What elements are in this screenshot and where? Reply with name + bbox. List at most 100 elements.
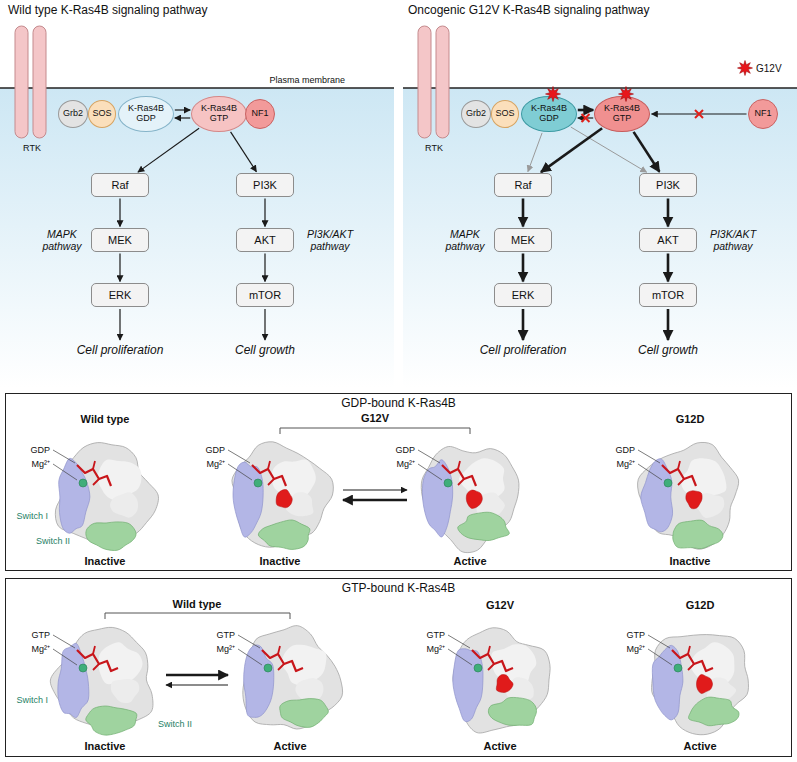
mutation-site (276, 490, 292, 508)
switch-ii-region (689, 697, 740, 726)
leader-line (448, 635, 472, 665)
signal-arrow (119, 199, 120, 227)
molecule-oval: K-Ras4B GDP (118, 96, 174, 132)
protein-structure (638, 442, 739, 549)
pathway-label: MAPK pathway (36, 228, 88, 252)
switch-ii-region (86, 706, 137, 735)
panel-title: Wild type K-Ras4B signaling pathway (8, 4, 207, 18)
cytoplasm (403, 88, 797, 388)
protein-structure (418, 446, 519, 552)
signal-arrow (264, 254, 265, 282)
part-label: Mg²⁺ (397, 459, 416, 469)
equilibrium-arrow (343, 489, 407, 490)
nucleotide-sticks (458, 461, 464, 485)
protein-structure (238, 626, 343, 729)
protein-surface (652, 635, 749, 735)
plasma-membrane (0, 87, 394, 89)
molecule-oval: K-Ras4B GTP (594, 96, 650, 132)
node-text: K-Ras4B GTP (602, 104, 642, 124)
protein-structure (228, 442, 333, 550)
node-text: Raf (111, 179, 128, 191)
mutation-site (697, 674, 713, 693)
signal-arrow (175, 117, 190, 118)
outcome-arrow (119, 309, 120, 340)
kinase-box: MEK (91, 228, 149, 252)
block-cross (582, 114, 590, 122)
part-label: Plasma membrane (269, 75, 345, 85)
signal-arrow (264, 199, 265, 227)
switch-ii-region (673, 520, 723, 549)
part-label: Mg²⁺ (217, 644, 236, 654)
node-text: K-Ras4B GDP (126, 104, 166, 124)
node-text: Grb2 (466, 109, 486, 119)
state-label: Inactive (670, 555, 711, 568)
switch-i-region (453, 649, 483, 722)
switch-ii-region (488, 697, 536, 725)
part-label: GDP (615, 445, 635, 455)
signal-arrow (522, 199, 525, 227)
protein-surface (421, 446, 519, 552)
panel-box: GTP-bound K-Ras4B (5, 578, 792, 757)
node-text: NF1 (251, 109, 268, 119)
kinase-box: Raf (494, 173, 552, 197)
state-label: Active (453, 555, 486, 568)
node-text: PI3K (656, 179, 680, 191)
kinase-box: AKT (236, 228, 294, 252)
legend-entry: G12V (737, 60, 782, 76)
node-text: PI3K (253, 179, 277, 191)
part-label: Mg²⁺ (617, 459, 636, 469)
outcome-label: Cell growth (235, 344, 295, 358)
surface-highlight (110, 492, 138, 517)
kinase-box: MEK (494, 228, 552, 252)
signal-arrow (578, 109, 593, 112)
equilibrium-arrow (166, 684, 228, 685)
outcome-arrow (667, 309, 670, 340)
switch-i-region (233, 462, 263, 537)
surface-highlight (111, 679, 139, 703)
rtk-subunit (418, 26, 431, 138)
leader-line (238, 635, 262, 665)
node-text: mTOR (652, 289, 684, 301)
switch-ii-region (258, 520, 310, 550)
node-text: mTOR (249, 289, 281, 301)
kinase-box: ERK (91, 283, 149, 307)
nucleotide-sticks (93, 646, 99, 670)
protein-surface (243, 626, 343, 729)
signal-arrow (667, 199, 670, 227)
protein-surface (453, 628, 550, 733)
nucleotide-sticks (678, 461, 684, 485)
part-label: Mg²⁺ (427, 644, 446, 654)
variant-label: Wild type (173, 598, 222, 611)
part-label: GTP (31, 630, 50, 640)
magnesium-ion (444, 479, 452, 487)
rtk-subunit (33, 26, 46, 138)
node-text: GDP-bound K-Ras4B (341, 397, 456, 410)
rtk-receptor (418, 26, 449, 138)
magnesium-ion (79, 664, 87, 672)
part-label: Mg²⁺ (32, 459, 51, 469)
node-text: AKT (657, 234, 678, 246)
panel-title: Oncogenic G12V K-Ras4B signaling pathway (408, 4, 649, 18)
leader-line (638, 450, 662, 480)
part-label: RTK (425, 143, 443, 153)
state-label: Inactive (260, 555, 301, 568)
outcome-label: Cell proliferation (480, 344, 567, 358)
nucleotide-sticks (472, 650, 513, 671)
protein-structure (648, 635, 748, 735)
legend-text: G12V (756, 63, 782, 74)
switch-i-region (59, 458, 90, 533)
signal-arrow (231, 132, 257, 172)
part-label: RTK (23, 143, 41, 153)
pathway-label: PI3K/AKT pathway (704, 228, 762, 252)
group-bracket (105, 613, 290, 619)
signal-arrow (119, 254, 120, 282)
node-text: Raf (514, 179, 531, 191)
plasma-membrane (403, 87, 797, 89)
node-text: ERK (512, 289, 535, 301)
node-text: SOS (495, 109, 514, 119)
protein-structure (53, 443, 158, 551)
state-label: Active (483, 740, 516, 753)
molecule-oval: Grb2 (58, 100, 88, 128)
molecule-oval: NF1 (748, 99, 778, 129)
state-label: Inactive (85, 555, 126, 568)
